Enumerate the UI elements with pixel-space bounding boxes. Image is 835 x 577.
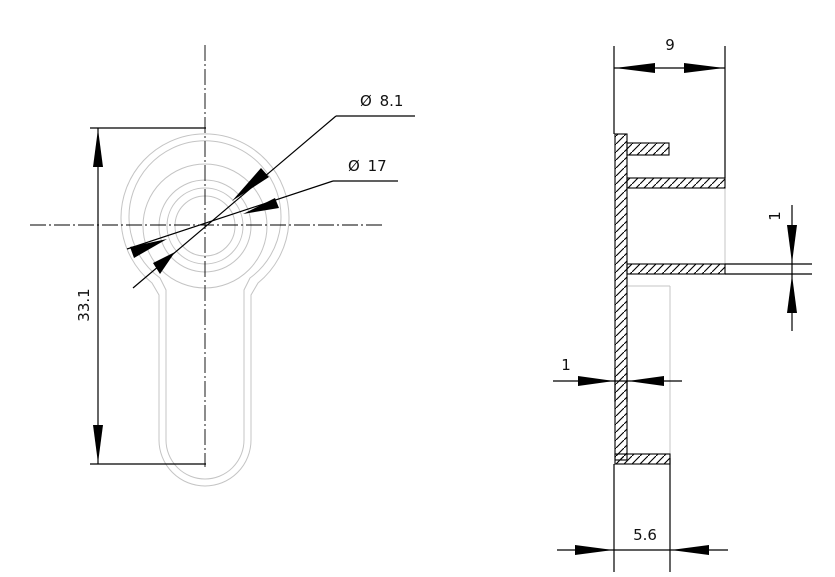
top-flange-section — [626, 177, 726, 189]
flange-width-dimension: 9 — [613, 36, 726, 178]
dim-arrowhead — [153, 252, 175, 274]
dim-arrowhead — [787, 225, 797, 263]
dim-arrowhead — [578, 376, 614, 386]
base-width-label: 5.6 — [633, 526, 657, 544]
flange-thickness-dimension: 1 — [725, 205, 812, 331]
base-section — [614, 453, 671, 465]
height-dimension: 33.1 — [75, 127, 206, 465]
dim-arrowhead — [93, 425, 103, 463]
dim-arrowhead — [93, 129, 103, 167]
inner-diameter-dimension: Ø 8.1 — [132, 92, 415, 289]
dim-arrowhead — [671, 545, 709, 555]
diameter-symbol: Ø — [348, 157, 360, 175]
outer-diameter-dimension: Ø 17 — [126, 157, 398, 258]
diameter-symbol: Ø — [360, 92, 372, 110]
outer-diameter-label: Ø 17 — [348, 157, 387, 175]
dim-arrowhead — [243, 198, 279, 214]
wall-thickness-dimension: 1 — [553, 356, 682, 402]
dim-arrowhead — [787, 275, 797, 313]
flange-thickness-label: 1 — [766, 211, 784, 221]
dim-arrowhead — [615, 63, 655, 73]
dim-arrowhead — [130, 239, 167, 258]
front-view: 33.1 Ø 8.1 Ø 17 — [30, 45, 415, 487]
keyhole-outer-outline — [120, 133, 290, 487]
upper-lug-section — [626, 142, 670, 156]
dim-arrowhead — [628, 376, 664, 386]
flange-width-label: 9 — [665, 36, 675, 54]
side-view: 9 1 1 5.6 — [553, 36, 812, 572]
back-wall-section — [614, 133, 628, 461]
base-width-dimension: 5.6 — [557, 458, 728, 572]
dim-arrowhead — [684, 63, 724, 73]
keyhole-inner-outline — [128, 140, 282, 480]
inner-diameter-label: Ø 8.1 — [360, 92, 403, 110]
wall-thickness-label: 1 — [561, 356, 571, 374]
dim-arrowhead — [575, 545, 613, 555]
bottom-flange-section — [626, 263, 726, 275]
dim-arrowhead — [232, 168, 269, 201]
height-dimension-label: 33.1 — [75, 288, 93, 321]
